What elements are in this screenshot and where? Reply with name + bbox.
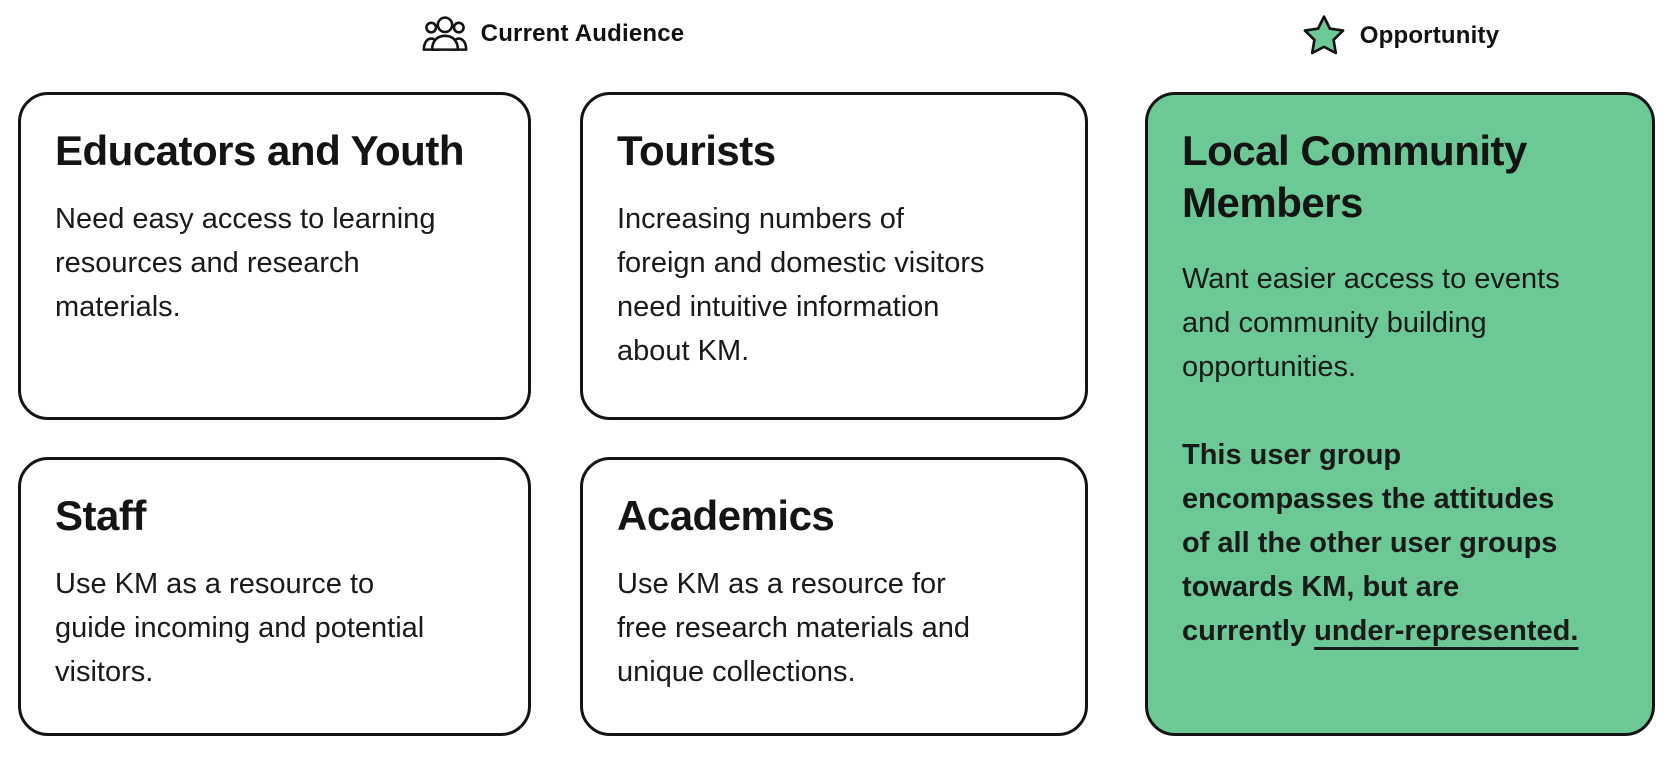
people-group-icon [422,14,468,54]
card-body: Use KM as a resource to guide incoming a… [55,568,425,688]
emphasis-text: This user group encompasses the attitude… [1182,439,1558,647]
card-title: Educators and Youth [55,127,464,174]
card-body: Increasing numbers of foreign and domest… [617,203,985,367]
card-emphasis-note: This user group encompasses the attitude… [1182,433,1582,653]
card-educators-and-youth: Educators and Youth Need easy access to … [18,92,531,420]
card-academics: Academics Use KM as a resource for free … [580,457,1088,736]
legend-current-audience-label: Current Audience [480,20,685,47]
card-body: Want easier access to events and communi… [1182,263,1560,383]
card-body: Need easy access to learning resources a… [55,203,436,323]
legend-current-audience: Current Audience [18,14,1088,54]
card-title: Tourists [617,127,776,174]
legend-opportunity: Opportunity [1145,14,1655,58]
star-icon [1301,14,1347,58]
card-local-community-members: Local Community Members Want easier acce… [1145,92,1655,736]
card-tourists: Tourists Increasing numbers of foreign a… [580,92,1088,420]
card-title: Staff [55,492,146,539]
card-body: Use KM as a resource for free research m… [617,568,970,688]
card-title: Academics [617,492,835,539]
card-staff: Staff Use KM as a resource to guide inco… [18,457,531,736]
legend-opportunity-label: Opportunity [1359,22,1500,49]
card-title: Local Community Members [1182,127,1527,226]
emphasis-underlined-text: under-represented. [1314,615,1579,647]
